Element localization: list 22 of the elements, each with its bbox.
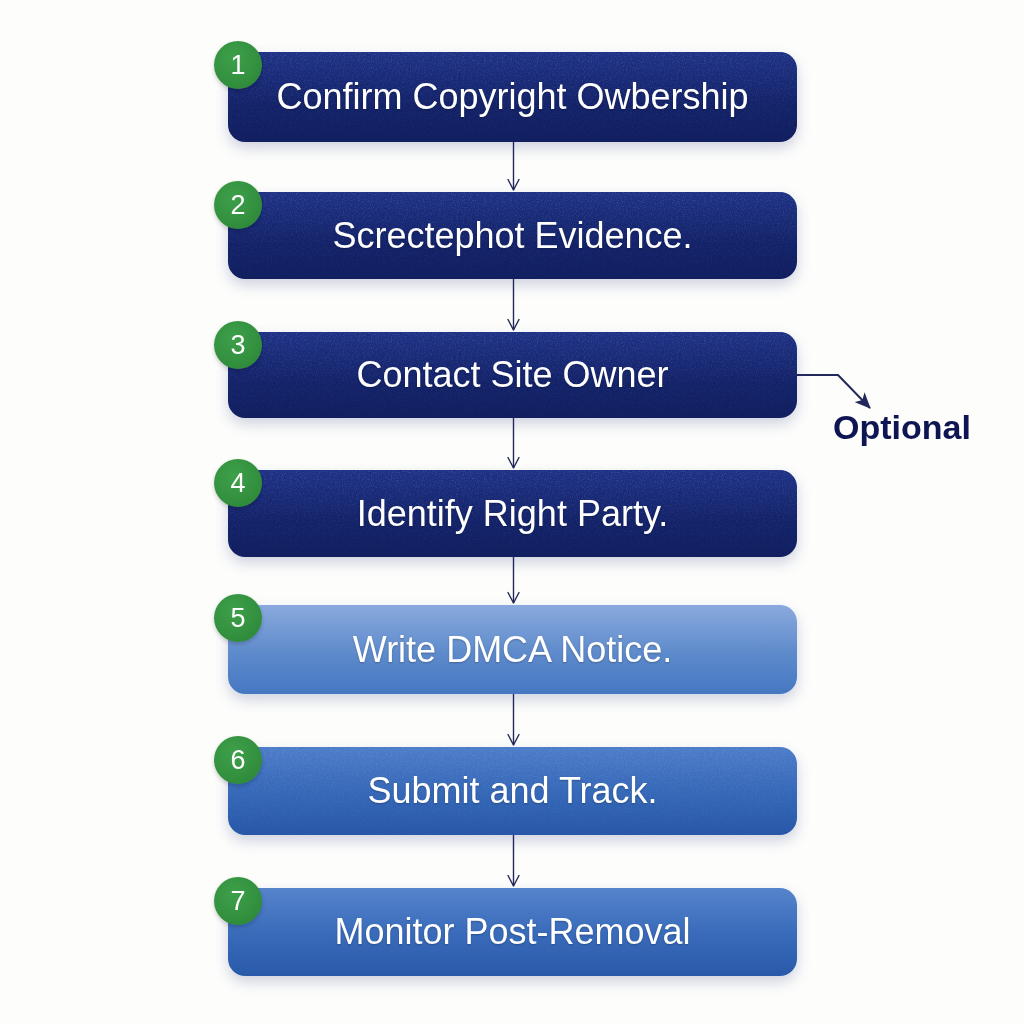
arrow — [507, 278, 520, 331]
step-label: Screctephot Evidence. — [332, 214, 693, 257]
step-label: Monitor Post-Removal — [334, 911, 691, 953]
step-label: Submit and Track. — [367, 770, 658, 812]
arrow — [507, 141, 520, 191]
step-number-badge: 4 — [214, 459, 262, 507]
arrow — [507, 834, 520, 887]
arrow — [507, 556, 520, 604]
step-label: Contact Site Owner — [356, 354, 669, 396]
arrow — [796, 374, 871, 409]
step-label: Write DMCA Notice. — [352, 628, 673, 671]
arrow — [507, 417, 520, 469]
step-number-badge: 7 — [214, 877, 262, 925]
annotation-text: Optional — [833, 409, 971, 447]
step-label: Confirm Copyright Owbership — [276, 76, 749, 118]
step-number-badge: 1 — [214, 41, 262, 89]
step-label: Identify Right Party. — [356, 492, 669, 535]
step-number-badge: 5 — [214, 594, 262, 642]
step-number-badge: 2 — [214, 181, 262, 229]
arrow — [507, 693, 520, 746]
step-number-badge: 6 — [214, 736, 262, 784]
step-number-badge: 3 — [214, 321, 262, 369]
